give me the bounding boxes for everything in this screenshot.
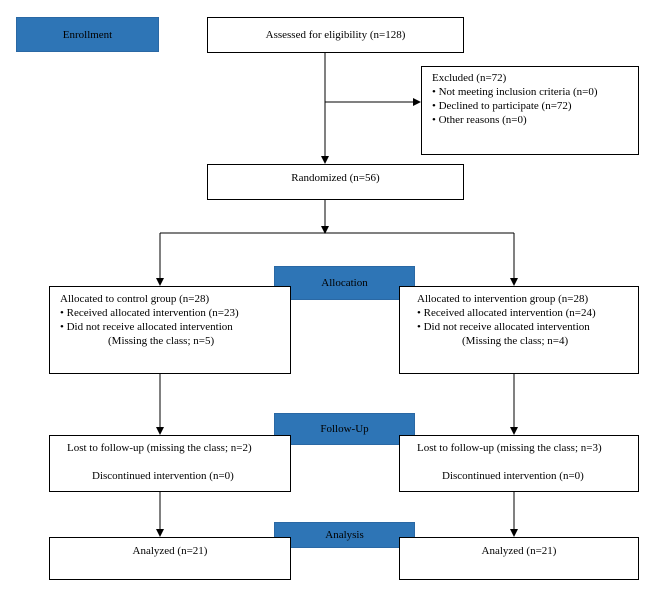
control-allocation-box: Allocated to control group (n=28) • Rece…	[49, 286, 291, 374]
excluded-item: • Not meeting inclusion criteria (n=0)	[432, 86, 598, 98]
assessed-text: Assessed for eligibility (n=128)	[265, 29, 406, 41]
excluded-item: • Other reasons (n=0)	[432, 114, 527, 126]
control-analysis-box: Analyzed (n=21)	[49, 537, 291, 580]
assessed-box: Assessed for eligibility (n=128)	[207, 17, 464, 53]
intervention-allocation-box: Allocated to intervention group (n=28) •…	[399, 286, 639, 374]
control-allocation-title: Allocated to control group (n=28)	[60, 293, 210, 305]
control-allocation-item: • Did not receive allocated intervention	[60, 321, 233, 333]
excluded-title: Excluded (n=72)	[432, 72, 507, 84]
intervention-followup-lost: Lost to follow-up (missing the class; n=…	[417, 442, 602, 454]
excluded-box: Excluded (n=72) • Not meeting inclusion …	[421, 66, 639, 155]
stage-follow-up-label: Follow-Up	[320, 423, 369, 435]
randomized-box: Randomized (n=56)	[207, 164, 464, 200]
intervention-followup-box: Lost to follow-up (missing the class; n=…	[399, 435, 639, 492]
intervention-allocation-item: • Received allocated intervention (n=24)	[417, 307, 596, 319]
stage-enrollment: Enrollment	[16, 17, 159, 52]
control-followup-box: Lost to follow-up (missing the class; n=…	[49, 435, 291, 492]
stage-follow-up: Follow-Up	[274, 413, 415, 445]
stage-allocation-label: Allocation	[321, 277, 368, 289]
intervention-allocation-title: Allocated to intervention group (n=28)	[417, 293, 589, 305]
control-analysis-text: Analyzed (n=21)	[132, 545, 208, 557]
stage-analysis-label: Analysis	[325, 529, 364, 541]
stage-allocation: Allocation	[274, 266, 415, 300]
control-followup-discontinued: Discontinued intervention (n=0)	[92, 470, 234, 482]
control-followup-lost: Lost to follow-up (missing the class; n=…	[67, 442, 252, 454]
intervention-analysis-text: Analyzed (n=21)	[481, 545, 557, 557]
control-allocation-item: (Missing the class; n=5)	[108, 335, 215, 347]
intervention-analysis-box: Analyzed (n=21)	[399, 537, 639, 580]
excluded-item: • Declined to participate (n=72)	[432, 100, 572, 112]
stage-analysis: Analysis	[274, 522, 415, 548]
randomized-text: Randomized (n=56)	[291, 172, 380, 184]
intervention-allocation-item: (Missing the class; n=4)	[462, 335, 569, 347]
control-allocation-item: • Received allocated intervention (n=23)	[60, 307, 239, 319]
intervention-followup-discontinued: Discontinued intervention (n=0)	[442, 470, 584, 482]
stage-enrollment-label: Enrollment	[62, 28, 113, 41]
intervention-allocation-item: • Did not receive allocated intervention	[417, 321, 590, 333]
